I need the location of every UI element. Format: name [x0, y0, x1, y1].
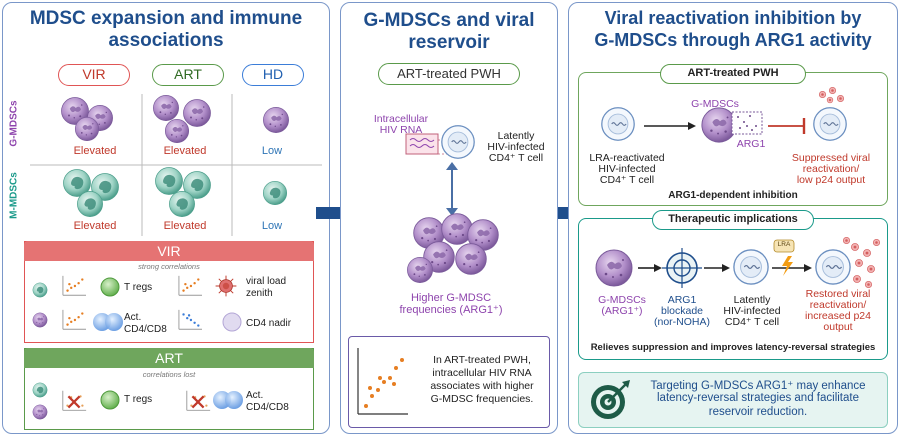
top-lra-label-3: CD4⁺ T cell: [599, 174, 655, 186]
therapeutic-header: Therapeutic implications: [652, 210, 814, 230]
m-vir-status: Elevated: [73, 220, 117, 232]
bottom-latent-label-2: HIV-infected: [723, 305, 781, 317]
top-footer: ARG1-dependent inhibition: [668, 190, 798, 201]
scatter-plot-icon: [357, 348, 408, 415]
m-art-status: Elevated: [163, 220, 207, 232]
art-act-label-1: Act.: [246, 390, 264, 401]
restored-label-4: output: [823, 321, 853, 333]
restored-label-1: Restored viral: [805, 288, 871, 300]
latently-infected-label-2: HIV-infected: [487, 141, 545, 153]
finding-text-1: In ART-treated PWH,: [433, 354, 531, 366]
art-subtitle: correlations lost: [142, 370, 196, 379]
g-art-status: Elevated: [163, 145, 207, 157]
top-suppressed-label-2: reactivation/: [802, 163, 860, 175]
lra-badge-text: LRA: [777, 241, 791, 248]
higher-gmdsc-label-2: frequencies (ARG1⁺): [399, 304, 503, 316]
art-treated-pwh-pill: ART-treated PWH: [378, 63, 520, 85]
vir-subtitle: strong correlations: [138, 262, 200, 271]
higher-gmdsc-label-1: Higher G-MDSC: [410, 292, 492, 304]
finding-text-4: G-MDSC frequencies.: [430, 393, 534, 405]
vir-viral-load-label-2: zenith: [246, 288, 273, 299]
vir-t-regs-label: T regs: [124, 282, 153, 293]
panel2-cell-diagram: [405, 125, 499, 283]
therapeutic-footer: Relieves suppression and improves latenc…: [590, 342, 876, 353]
panel1-title: MDSC expansion and immune associations: [29, 8, 303, 51]
row-label-m-mdscs: M-MDSCs: [8, 172, 20, 219]
therapeutic-diagram: [595, 236, 881, 289]
panel2-title-line1: G-MDSCs and viral: [363, 10, 535, 31]
finding-text-2: intracellular HIV RNA: [432, 367, 532, 379]
arg1-blockade-label-1: ARG1: [667, 294, 697, 306]
art-correlation-icons: [32, 382, 243, 420]
top-mechanism-diagram: [601, 86, 847, 143]
g-vir-status: Elevated: [73, 145, 117, 157]
bottom-latent-label-3: CD4⁺ T cell: [724, 316, 780, 328]
arg1-blockade-label-2: blockade: [660, 305, 704, 317]
top-lra-label-2: HIV-infected: [598, 163, 656, 175]
target-summary-box: [578, 372, 888, 428]
g-hd-status: Low: [261, 145, 283, 157]
panel2-title-line2: reservoir: [408, 32, 490, 53]
arg1-blockade-label-3: (nor-NOHA): [653, 316, 710, 328]
vir-header-bar: VIR: [24, 241, 314, 261]
top-box-header: ART-treated PWH: [660, 64, 806, 84]
art-act-label-2: CD4/CD8: [246, 402, 289, 413]
column-art-pill: ART: [152, 64, 224, 86]
target-text-2: latency-reversal strategies and facilita…: [657, 392, 859, 404]
art-header-bar: ART: [24, 348, 314, 368]
finding-text-3: associates with higher: [430, 380, 534, 392]
vir-viral-load-label-1: viral load: [246, 276, 287, 287]
bottom-latent-label-1: Latently: [733, 294, 771, 306]
top-suppressed-label-1: Suppressed viral: [791, 152, 871, 164]
column-vir-pill: VIR: [58, 64, 130, 86]
intracellular-hiv-rna-label-2: HIV RNA: [379, 124, 423, 136]
panel2-finding-box: [348, 336, 550, 428]
panel3-title-line2: G-MDSCs through ARG1 activity: [594, 30, 872, 50]
row-label-g-mdscs: G-MDSCs: [8, 100, 20, 147]
vir-correlation-icons: [32, 275, 242, 332]
g-m-mdsc-grid: [30, 94, 322, 236]
target-icon: [591, 380, 630, 419]
panel3-title-line1: Viral reactivation inhibition by: [604, 8, 862, 28]
top-arg1-label: ARG1: [736, 138, 766, 150]
top-suppressed-label-3: low p24 output: [796, 174, 866, 186]
vir-act-label-2: CD4/CD8: [124, 324, 167, 335]
latently-infected-label-3: CD4⁺ T cell: [488, 152, 544, 164]
latently-infected-label-1: Latently: [497, 130, 535, 142]
restored-label-2: reactivation/: [809, 299, 867, 311]
target-text-3: reservoir reduction.: [708, 406, 808, 418]
column-hd-pill: HD: [242, 64, 304, 86]
art-t-regs-label: T regs: [124, 394, 153, 405]
top-gmdsc-label: G-MDSCs: [691, 98, 739, 110]
top-lra-label-1: LRA-reactivated: [589, 152, 665, 164]
target-text-1: Targeting G-MDSCs ARG1⁺ may enhance: [650, 380, 866, 392]
gmdsc-arg1-label-1: G-MDSCs: [598, 294, 646, 306]
vir-act-label-1: Act.: [124, 312, 142, 323]
m-hd-status: Low: [261, 220, 283, 232]
vir-cd4-nadir-label: CD4 nadir: [246, 318, 292, 329]
restored-label-3: increased p24: [805, 310, 871, 322]
intracellular-hiv-rna-label-1: Intracellular: [373, 113, 429, 125]
gmdsc-arg1-label-2: (ARG1⁺): [601, 305, 643, 317]
